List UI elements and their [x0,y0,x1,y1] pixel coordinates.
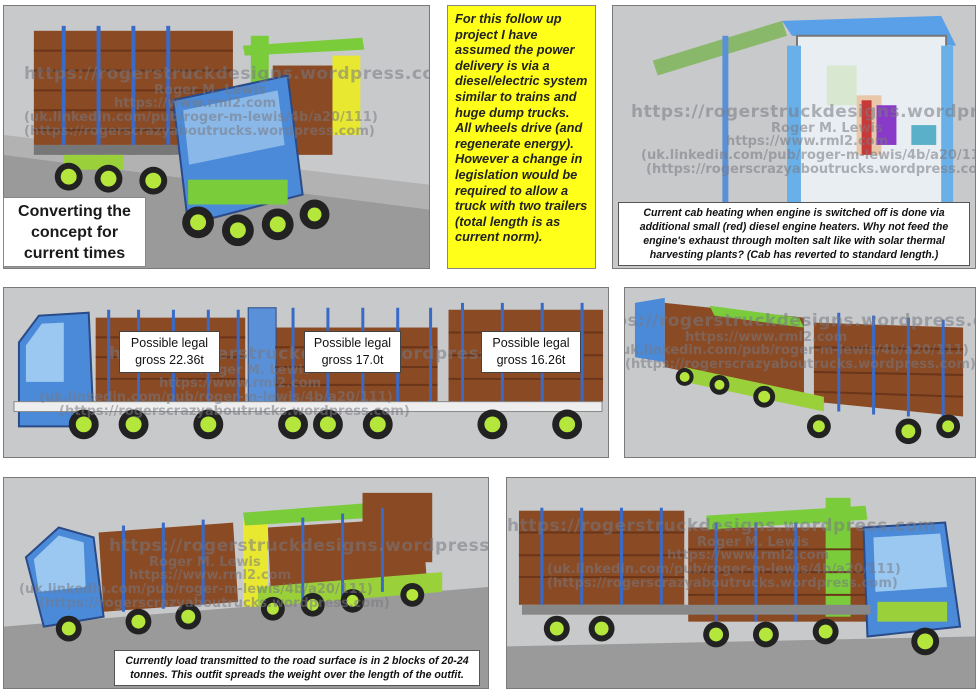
watermark-linkedin: (uk.linkedin.com/pub/roger-m-lewis/4b/a2… [641,148,976,164]
watermark-name: Roger M. Lewis [697,534,809,550]
caption-cab-heating: Current cab heating when engine is switc… [618,202,970,266]
watermark-block-2: https://rogerstruckdesigns.wordpress.com… [631,102,976,177]
watermark-site: https://rogerstruckdesigns.wordpress.com [109,536,489,556]
watermark-blog: (https://rogerscrazyaboutrucks.wordpress… [646,161,976,177]
cab-interior-illustration [652,15,957,215]
watermark-site: https://rogerstruckdesigns.wordpress.com [39,345,538,364]
caption-load-text: Currently load transmitted to the road s… [125,655,469,681]
note-text: For this follow up project I have assume… [455,11,588,245]
panel-load-distribution: https://rogerstruckdesigns.wordpress.com… [3,477,489,689]
title-text: Converting the concept for current times [18,202,131,262]
gross-label-trailer1: Possible legal gross 17.0t [304,331,401,373]
watermark-site: https://rogerstruckdesigns.wordpress.com [625,311,975,331]
watermark-blog: (https://rogerscrazyaboutrucks.wordpress… [39,595,390,611]
watermark-name: Roger M. Lewis [154,82,266,98]
watermark-linkedin: (uk.linkedin.com/pub/roger-m-lewis/4b/a2… [624,343,969,359]
watermark-block: https://rogerstruckdesigns.wordpress.com… [24,64,430,139]
gross-trailer1-line2: gross 17.0t [321,353,384,367]
watermark-blog: (https://rogerscrazyaboutrucks.wordpress… [625,357,976,373]
panel-perspective-rear: https://rogerstruckdesigns.wordpress.com… [624,287,976,458]
watermark-blog: (https://rogerscrazyaboutrucks.wordpress… [24,123,375,139]
watermark-block-3: https://rogerstruckdesigns.wordpress.com… [39,345,538,419]
title-converting-concept: Converting the concept for current times [3,197,146,267]
note-power-delivery: For this follow up project I have assume… [447,5,596,269]
gross-label-truck: Possible legal gross 22.36t [119,331,220,373]
gross-label-trailer2: Possible legal gross 16.26t [481,331,581,373]
watermark-site: https://rogerstruckdesigns.wordpress.com [631,102,975,122]
watermark-name: Roger M. Lewis [199,362,311,378]
gross-truck-line1: Possible legal [130,336,209,350]
watermark-linkedin: (uk.linkedin.com/pub/roger-m-lewis/4b/a2… [24,110,378,126]
watermark-name: Roger M. Lewis [149,554,261,570]
panel-side-view: https://rogerstruckdesigns.wordpress.com… [3,287,609,458]
front-view-illustration [507,497,975,688]
gross-trailer2-line2: gross 16.26t [496,353,566,367]
watermark-block-5: https://rogerstruckdesigns.wordpress.com… [19,536,489,611]
watermark-block-6: https://rogerstruckdesigns.wordpress.com… [507,516,936,591]
watermark-block-4: https://rogerstruckdesigns.wordpress.com… [624,311,976,373]
watermark-site: https://rogerstruckdesigns.wordpress.com [507,516,936,536]
watermark-site: https://rogerstruckdesigns.wordpress.com [24,64,430,84]
caption-load-distribution: Currently load transmitted to the road s… [114,650,480,686]
watermark-linkedin: (uk.linkedin.com/pub/roger-m-lewis/4b/a2… [39,390,393,406]
gross-trailer2-line1: Possible legal [492,336,570,350]
watermark-rml: https://www.rml2.com [114,96,277,112]
perspective-rear-illustration [634,297,964,445]
panel-front-view: https://rogerstruckdesigns.wordpress.com… [506,477,976,689]
panel-cab-heating: https://rogerstruckdesigns.wordpress.com… [612,5,976,269]
watermark-name: Roger M. Lewis [771,120,883,136]
watermark-rml: https://www.rml2.com [667,548,830,564]
gross-trailer1-line1: Possible legal [313,336,392,350]
watermark-rml: https://www.rml2.com [159,376,322,392]
gross-truck-line2: gross 22.36t [135,353,204,367]
watermark-linkedin: (uk.linkedin.com/pub/roger-m-lewis/4b/a2… [547,562,901,578]
watermark-blog: (https://rogerscrazyaboutrucks.wordpress… [547,575,898,591]
watermark-rml: https://www.rml2.com [685,329,848,345]
watermark-rml: https://www.rml2.com [726,134,889,150]
watermark-rml: https://www.rml2.com [129,568,292,584]
watermark-blog: (https://rogerscrazyaboutrucks.wordpress… [59,403,410,419]
caption-cab-heating-text: Current cab heating when engine is switc… [639,207,949,261]
watermark-linkedin: (uk.linkedin.com/pub/roger-m-lewis/4b/a2… [19,582,373,598]
